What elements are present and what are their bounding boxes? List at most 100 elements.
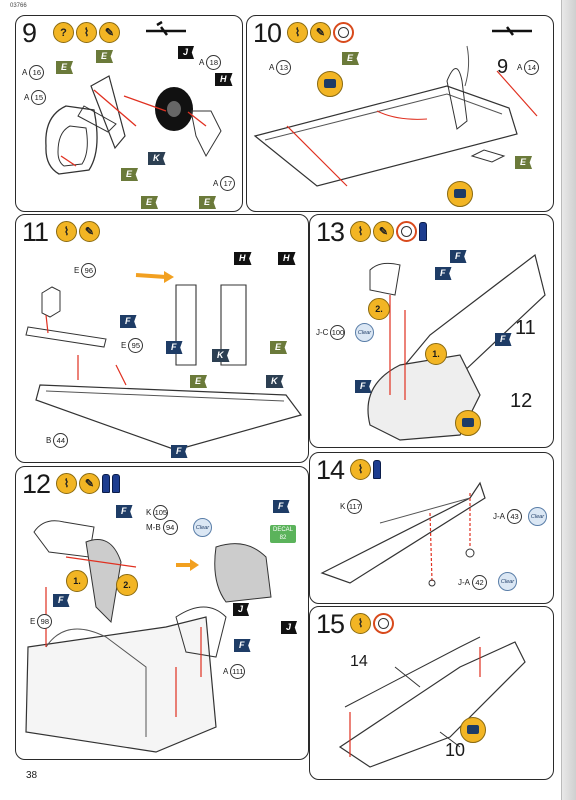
order-badge: 1.: [66, 570, 88, 592]
clock-icon: [333, 22, 354, 43]
question-icon: ?: [53, 22, 74, 43]
flag-F: F: [116, 505, 133, 518]
step-10-icons: ⌇ ✎: [287, 22, 354, 43]
step-12-icons: ⌇ ✎: [56, 473, 120, 494]
flag-E: E: [56, 61, 74, 74]
flag-F: F: [450, 250, 467, 263]
glue-apply-icon: [455, 410, 481, 436]
brush-icon: ✎: [310, 22, 331, 43]
clear-paint-icon: Clear: [528, 507, 547, 526]
order-badge: 2.: [368, 298, 390, 320]
brush-icon: ✎: [373, 221, 394, 242]
flag-F: F: [435, 267, 452, 280]
flag-F: F: [53, 594, 70, 607]
page-edge: [561, 0, 576, 800]
assembly-label-12: 12: [510, 390, 533, 412]
step-9-illustration: [45, 20, 222, 175]
step-14-number: 14: [316, 455, 345, 485]
flag-H: H: [278, 252, 296, 265]
glue-icon: ⌇: [350, 613, 371, 634]
page-number: 38: [26, 770, 38, 781]
step-11-illustration: [25, 271, 303, 451]
flag-E: E: [199, 196, 217, 209]
step-12-number: 12: [22, 469, 51, 499]
flag-E: E: [342, 52, 360, 65]
order-badge: 2.: [116, 574, 138, 596]
flag-E: E: [121, 168, 139, 181]
assembly-label-14: 14: [350, 653, 368, 670]
step-9-number: 9: [22, 18, 37, 48]
paint-icon: [419, 222, 427, 241]
paint-icon: [102, 474, 110, 493]
flag-J: J: [281, 621, 298, 634]
flag-F: F: [234, 639, 251, 652]
step-15-number: 15: [316, 609, 345, 639]
flag-K: K: [212, 349, 230, 362]
product-code: 03766: [10, 3, 27, 9]
step-9-icons: ? ⌇ ✎: [53, 22, 120, 43]
step-13-icons: ⌇ ✎: [350, 221, 427, 242]
flag-E: E: [96, 50, 114, 63]
clear-paint-icon: Clear: [498, 572, 517, 591]
flag-F: F: [355, 380, 372, 393]
step-10-illustration: [253, 26, 538, 187]
assembly-label-11: 11: [515, 317, 536, 339]
flag-E: E: [190, 375, 208, 388]
step-13-illustration: [367, 253, 546, 441]
step-13-number: 13: [316, 217, 345, 247]
glue-icon: ⌇: [350, 459, 371, 480]
flag-F: F: [495, 333, 512, 346]
paint-icon: [373, 460, 381, 479]
clock-icon: [396, 221, 417, 242]
flag-F: F: [166, 341, 183, 354]
step-15-icons: ⌇: [350, 613, 394, 634]
step-10-number: 10: [253, 18, 282, 48]
glue-apply-icon: [317, 71, 343, 97]
glue-apply-icon: [460, 717, 486, 743]
assembly-label-10: 10: [445, 740, 466, 760]
glue-apply-icon: [447, 181, 473, 207]
brush-icon: ✎: [79, 221, 100, 242]
flag-J: J: [178, 46, 195, 59]
clock-icon: [373, 613, 394, 634]
clear-paint-icon: Clear: [355, 323, 374, 342]
flag-E: E: [141, 196, 159, 209]
step-11-icons: ⌇ ✎: [56, 221, 100, 242]
step-15-panel: 15 ⌇ 14 10: [309, 606, 554, 780]
flag-F: F: [120, 315, 137, 328]
step-14-icons: ⌇: [350, 459, 381, 480]
flag-H: H: [215, 73, 233, 86]
step-15-illustration: [338, 636, 526, 768]
glue-icon: ⌇: [56, 473, 77, 494]
flag-K: K: [148, 152, 166, 165]
paint-icon: [112, 474, 120, 493]
glue-icon: ⌇: [56, 221, 77, 242]
clear-paint-icon: Clear: [193, 518, 212, 537]
flag-E: E: [515, 156, 533, 169]
flag-H: H: [234, 252, 252, 265]
brush-icon: ✎: [79, 473, 100, 494]
flag-F: F: [273, 500, 290, 513]
brush-icon: ✎: [99, 22, 120, 43]
flag-E: E: [270, 341, 288, 354]
step-14-illustration: [320, 481, 486, 587]
